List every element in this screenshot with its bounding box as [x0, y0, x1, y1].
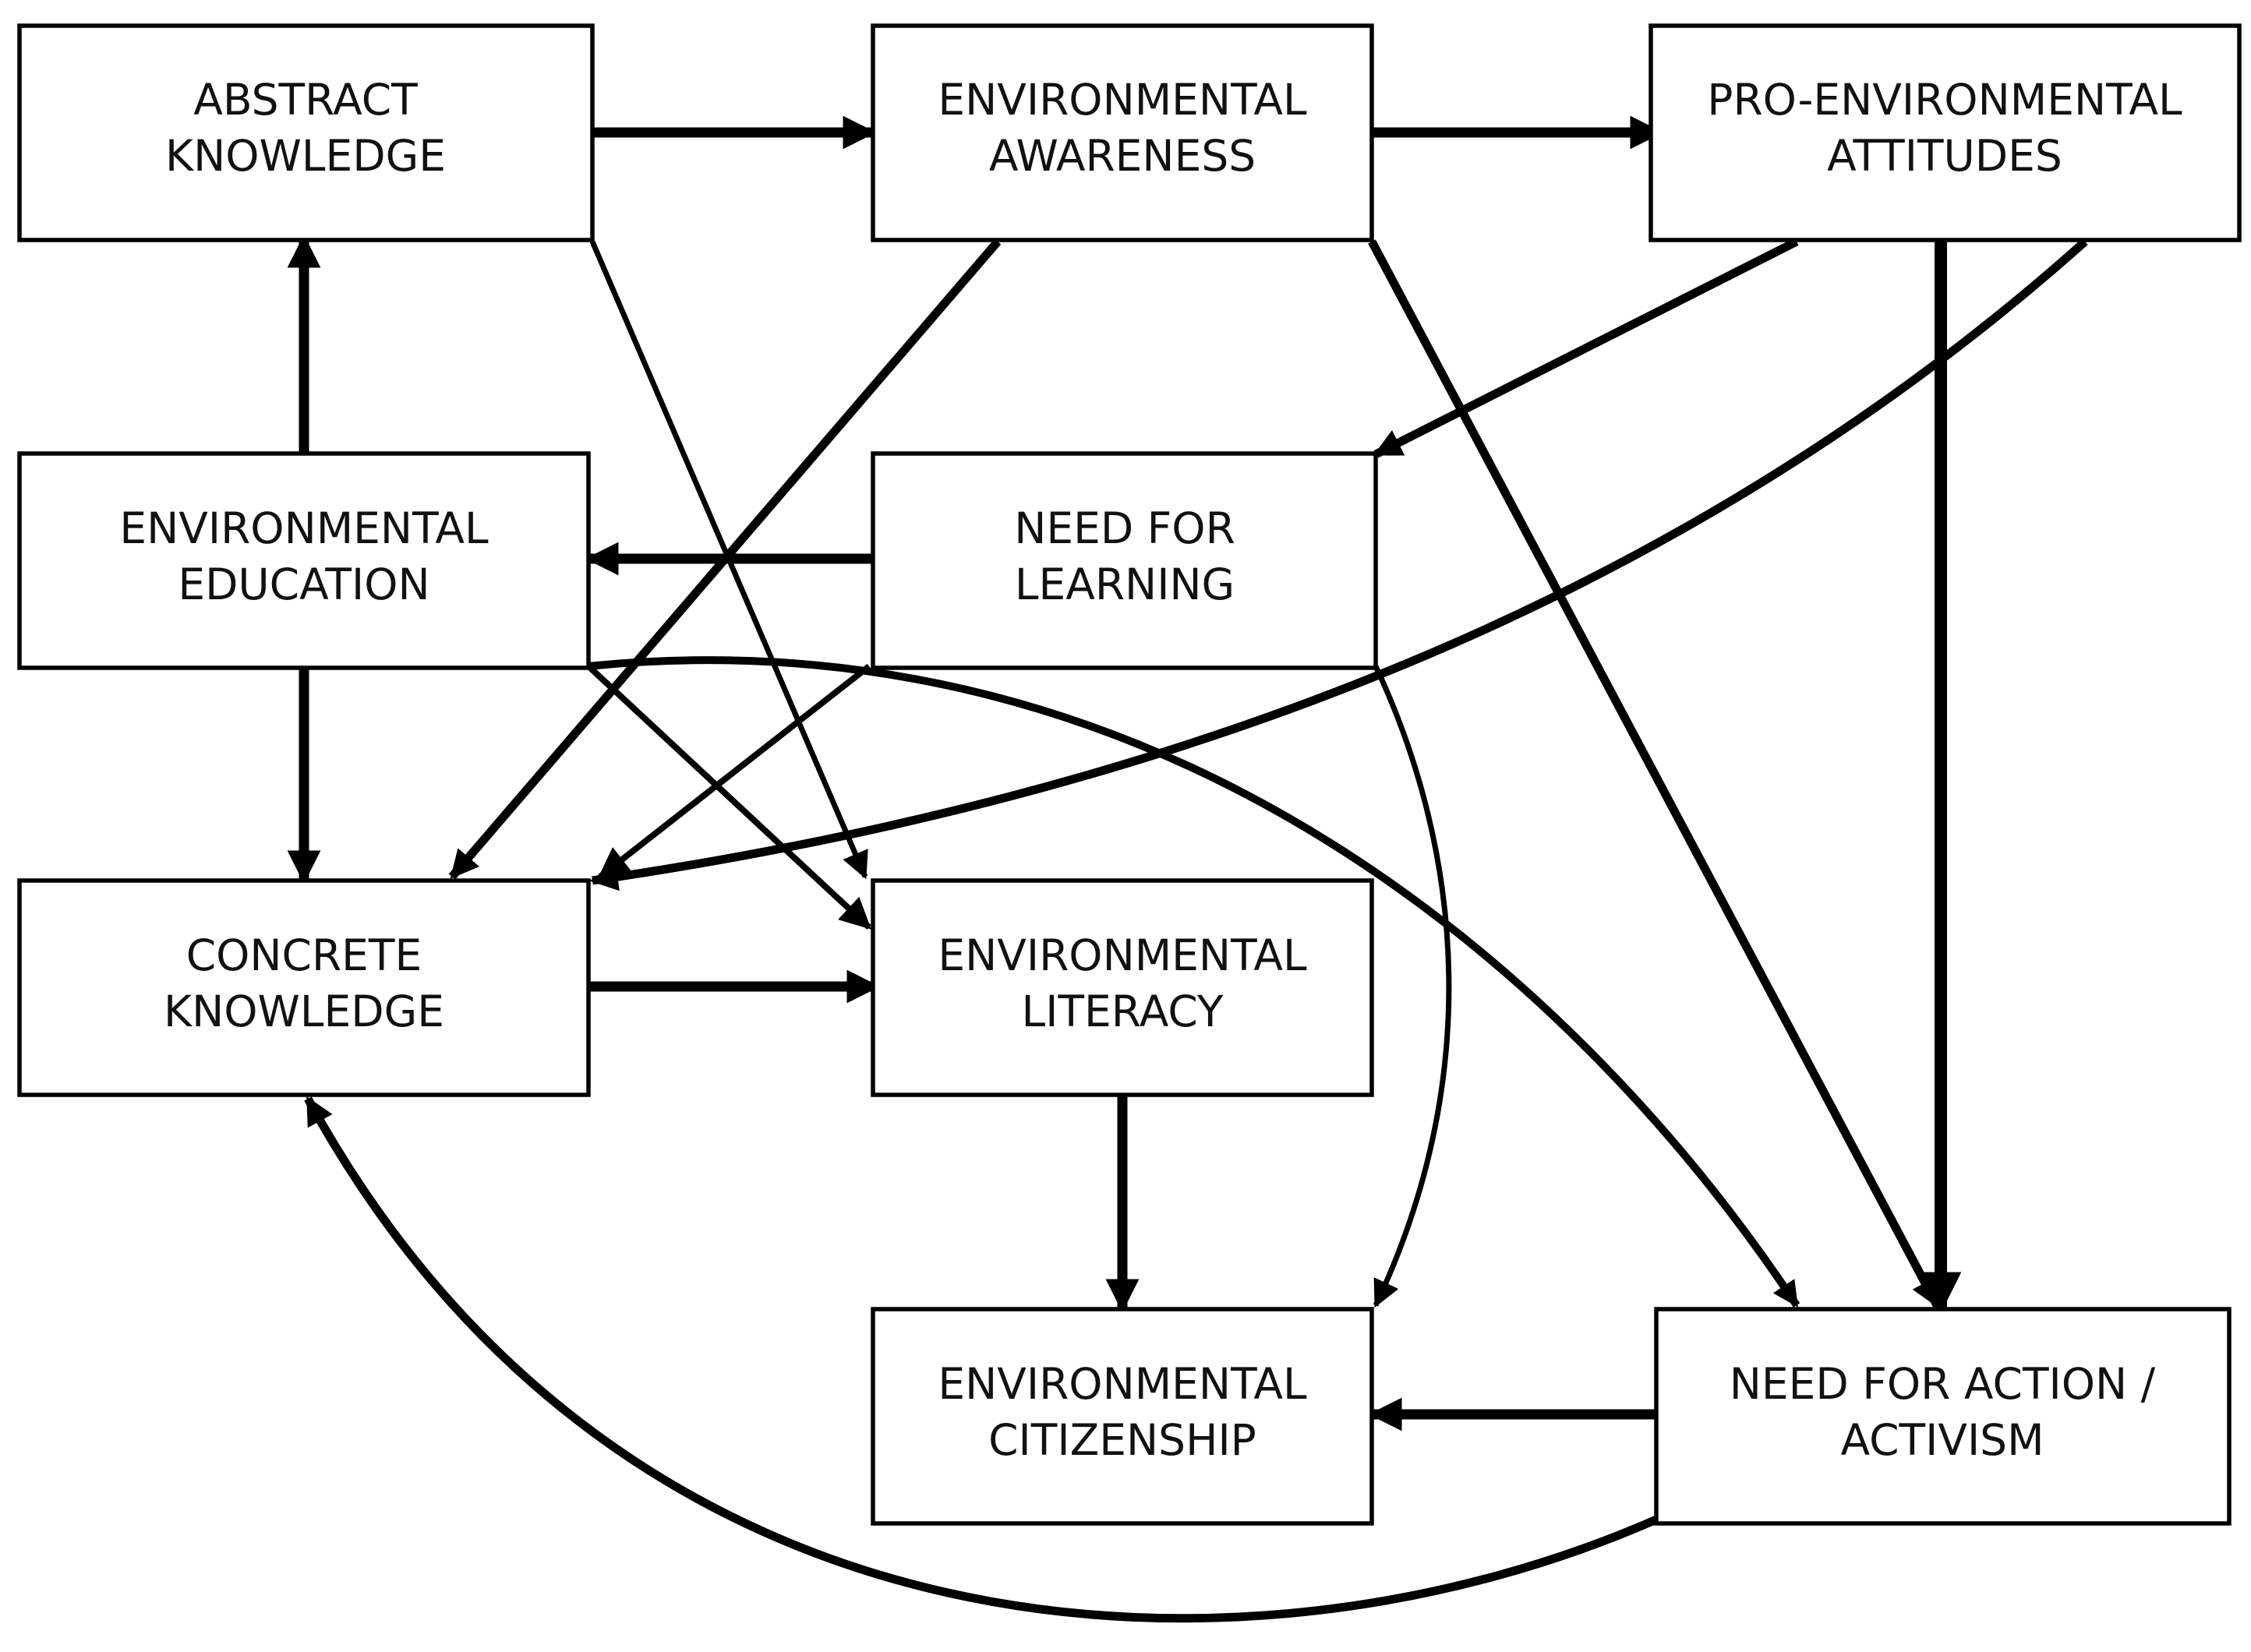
- node-need-for-action-activism: NEED FOR ACTION / ACTIVISM: [1654, 1307, 2232, 1526]
- node-environmental-awareness-line2: AWARENESS: [989, 131, 1256, 181]
- node-need-for-learning: NEED FOR LEARNING: [871, 451, 1378, 670]
- edge-learning-to-citizenship: [1373, 665, 1452, 1308]
- node-abstract-knowledge: ABSTRACT KNOWLEDGE: [17, 23, 595, 242]
- edge-awareness-to-action: [1368, 239, 1941, 1308]
- node-environmental-literacy-line2: LITERACY: [1022, 987, 1224, 1036]
- edge-attitudes-to-concrete: [589, 238, 2088, 891]
- node-environmental-literacy: ENVIRONMENTAL LITERACY: [871, 878, 1374, 1097]
- node-need-for-learning-line1: NEED FOR: [1014, 503, 1235, 553]
- node-environmental-citizenship: ENVIRONMENTAL CITIZENSHIP: [871, 1307, 1374, 1526]
- edge-education-to-literacy: [586, 664, 871, 930]
- edge-abstract-to-literacy: [589, 240, 868, 880]
- nodes: ABSTRACT KNOWLEDGE ENVIRONMENTAL AWARENE…: [17, 23, 2242, 1526]
- node-environmental-education-line2: EDUCATION: [178, 559, 429, 609]
- node-need-for-learning-line2: LEARNING: [1015, 559, 1235, 609]
- node-environmental-literacy-line1: ENVIRONMENTAL: [938, 930, 1307, 980]
- node-concrete-knowledge: CONCRETE KNOWLEDGE: [17, 878, 591, 1097]
- node-concrete-knowledge-line2: KNOWLEDGE: [164, 987, 444, 1036]
- node-pro-environmental-attitudes-line1: PRO-ENVIRONMENTAL: [1707, 75, 2182, 125]
- node-abstract-knowledge-line1: ABSTRACT: [193, 75, 418, 125]
- node-abstract-knowledge-line2: KNOWLEDGE: [165, 131, 446, 181]
- node-environmental-awareness-line1: ENVIRONMENTAL: [938, 75, 1307, 125]
- node-environmental-citizenship-line1: ENVIRONMENTAL: [938, 1359, 1307, 1409]
- edge-action-to-concrete: [304, 1096, 1659, 1623]
- node-environmental-awareness: ENVIRONMENTAL AWARENESS: [871, 23, 1374, 242]
- edge-education-to-action: [588, 656, 1800, 1308]
- node-need-for-action-line1: NEED FOR ACTION /: [1730, 1359, 2156, 1409]
- node-environmental-citizenship-line2: CITIZENSHIP: [988, 1415, 1256, 1465]
- node-environmental-education-line1: ENVIRONMENTAL: [119, 503, 489, 553]
- node-concrete-knowledge-line1: CONCRETE: [186, 930, 422, 980]
- edges: [287, 115, 2088, 1623]
- edge-learning-to-concrete: [597, 663, 871, 880]
- edge-awareness-to-concrete: [448, 238, 1002, 880]
- node-environmental-education: ENVIRONMENTAL EDUCATION: [17, 451, 591, 670]
- node-need-for-action-line2: ACTIVISM: [1840, 1415, 2044, 1465]
- node-pro-environmental-attitudes-line2: ATTITUDES: [1827, 131, 2062, 181]
- edge-attitudes-to-learning: [1373, 238, 1799, 458]
- node-pro-environmental-attitudes: PRO-ENVIRONMENTAL ATTITUDES: [1648, 23, 2242, 242]
